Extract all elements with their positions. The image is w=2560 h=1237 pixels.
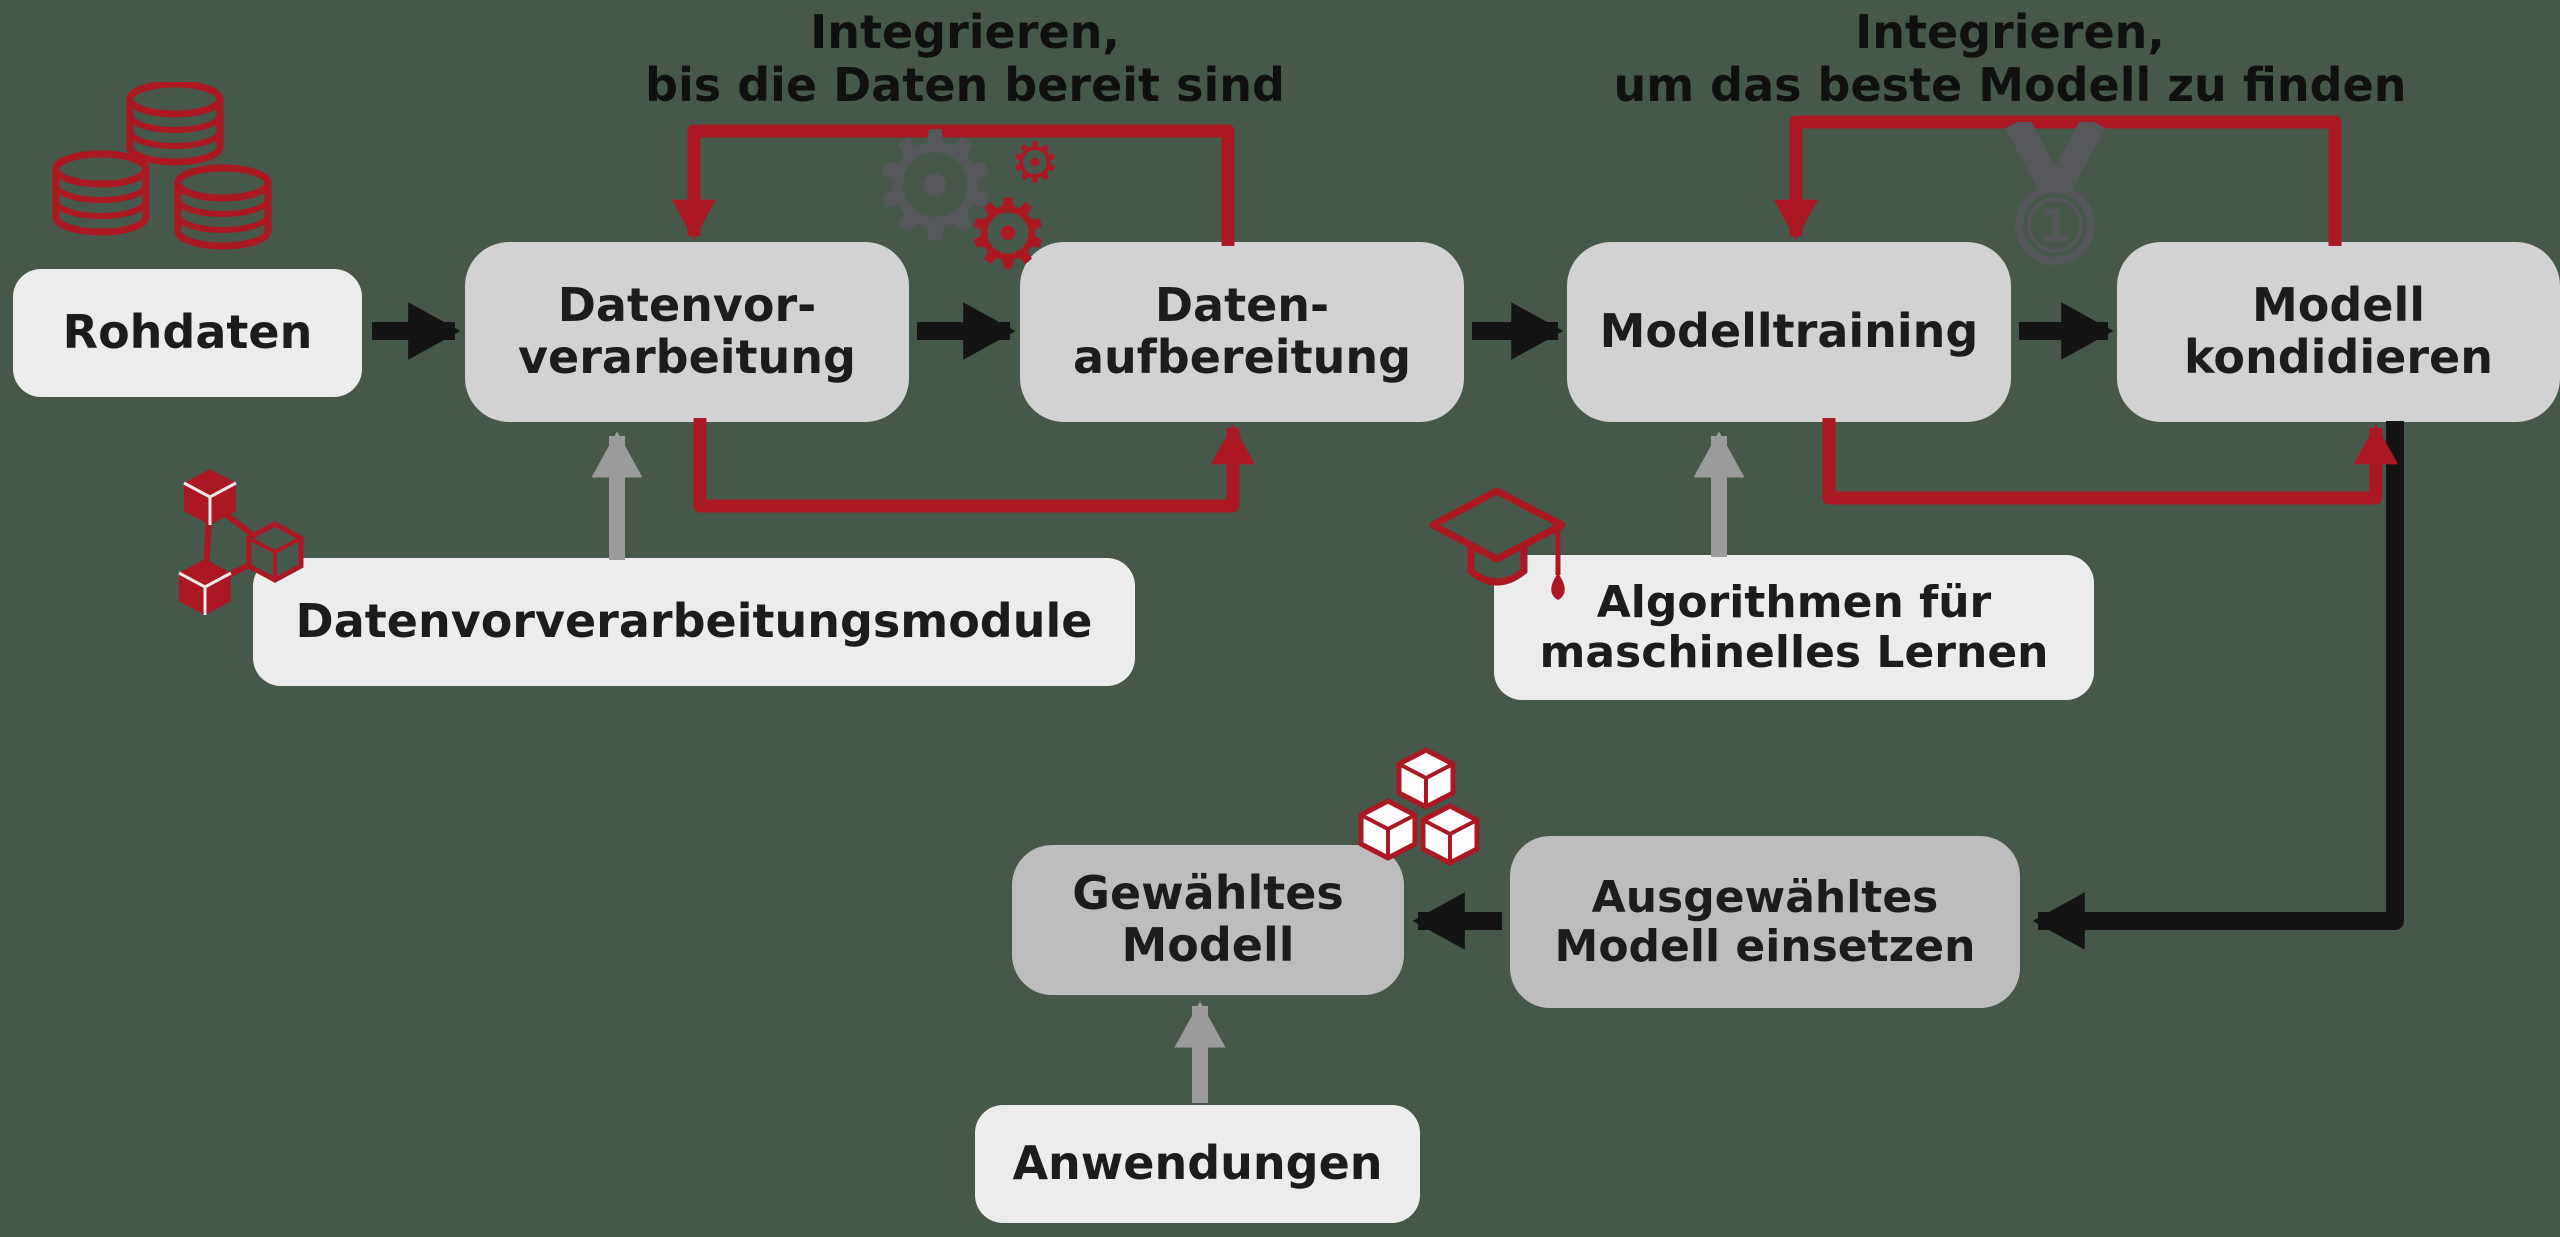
node-modelltraining: Modelltraining — [1567, 242, 2011, 422]
loop-label-right: Integrieren, um das beste Modell zu find… — [1510, 6, 2510, 112]
node-label: Daten- — [1154, 278, 1330, 333]
node-label: verarbeitung — [518, 330, 856, 384]
loop-label-right-line2: um das beste Modell zu finden — [1613, 57, 2407, 112]
node-algorithmen: Algorithmen für maschinelles Lernen — [1494, 555, 2094, 700]
cubes-icon — [1338, 746, 1503, 891]
gear-red-small-icon: ⚙ — [1010, 131, 1061, 196]
cap-board — [1429, 487, 1566, 563]
loop-label-right-line1: Integrieren, — [1855, 5, 2165, 59]
node-label: Datenvorverarbeitungsmodule — [295, 594, 1093, 649]
node-anwendungen: Anwendungen — [975, 1105, 1420, 1223]
database-cylinder — [52, 150, 150, 236]
database-icon — [50, 80, 300, 277]
gears-icon: ⚙ ⚙ ⚙ — [868, 112, 1078, 302]
medal-ribbon — [2005, 115, 2106, 201]
node-label: Rohdaten — [62, 305, 313, 360]
node-label: maschinelles Lernen — [1539, 626, 2049, 678]
node-label: Modelltraining — [1599, 304, 1979, 359]
node-label: Ausgewähltes — [1591, 871, 1939, 923]
node-modell-kondidieren: Modell kondidieren — [2117, 242, 2560, 422]
node-gewaehltes-modell: Gewähltes Modell — [1012, 845, 1404, 995]
cube-network-icon — [150, 452, 325, 627]
gear-red-icon: ⚙ — [965, 178, 1052, 290]
node-label: Algorithmen für — [1596, 577, 1992, 629]
node-label: Modell einsetzen — [1554, 921, 1976, 972]
loop-arrow-model-bottom — [1822, 418, 2399, 505]
loop-arrow-data-bottom — [693, 418, 1256, 513]
graduation-cap-icon — [1425, 483, 1570, 633]
node-ausgewaehltes-modell: Ausgewähltes Modell einsetzen — [1510, 836, 2020, 1008]
node-label: Anwendungen — [1012, 1136, 1383, 1191]
node-label: Datenvor- — [557, 278, 817, 333]
loop-label-left-line2: bis die Daten bereit sind — [645, 57, 1285, 112]
model-cube — [1358, 798, 1418, 861]
database-cylinder — [174, 164, 272, 250]
node-label: kondidieren — [2184, 330, 2493, 384]
node-label: Modell — [2251, 278, 2426, 333]
model-cube — [1396, 747, 1456, 810]
node-label: aufbereitung — [1073, 330, 1411, 384]
model-cube — [1420, 803, 1480, 866]
loop-label-left: Integrieren, bis die Daten bereit sind — [470, 6, 1460, 112]
node-datenvorverarbeitungsmodule: Datenvorverarbeitungsmodule — [253, 558, 1135, 686]
network-cube — [183, 469, 237, 525]
medal-inner-circle — [2027, 197, 2083, 253]
database-cylinder — [126, 80, 224, 166]
node-label: Modell — [1121, 918, 1295, 972]
network-cube — [178, 559, 232, 615]
cap-tassel-drop — [1551, 573, 1565, 600]
medal-number: 1 — [2040, 201, 2071, 252]
node-label: Gewähltes — [1072, 866, 1344, 921]
loop-label-left-line1: Integrieren, — [810, 5, 1120, 59]
network-cube — [246, 521, 304, 583]
node-datenvorverarbeitung: Datenvor- verarbeitung — [465, 242, 909, 422]
medal-icon: 1 — [2003, 115, 2108, 282]
node-rohdaten: Rohdaten — [13, 269, 362, 397]
gear-dark-icon: ⚙ — [868, 100, 1003, 274]
node-datenaufbereitung: Daten- aufbereitung — [1020, 242, 1464, 422]
